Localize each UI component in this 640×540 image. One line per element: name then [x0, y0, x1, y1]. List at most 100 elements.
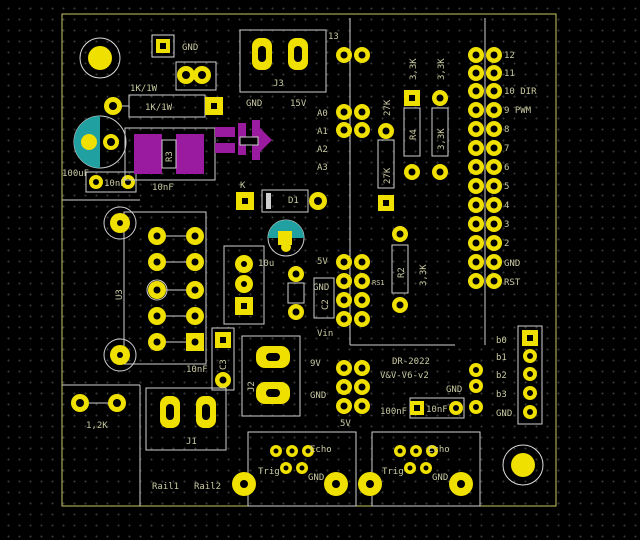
- label-trig-a: Trig: [258, 467, 280, 477]
- label-p6: 6: [504, 163, 509, 173]
- label-echo-b: Echo: [428, 445, 450, 455]
- mounting-hole-bottom-right: [502, 444, 544, 486]
- label-10u: 10u: [258, 259, 274, 269]
- u3-pad-hole: [153, 286, 161, 294]
- capacitor-c3: [211, 327, 235, 391]
- header-pad-hole: [490, 239, 498, 247]
- label-3-3k-a: 3,3K: [409, 58, 419, 80]
- header-pad-hole: [472, 125, 480, 133]
- label-j3: J3: [273, 79, 284, 89]
- label-a2: A2: [317, 145, 328, 155]
- label-bgnd: GND: [496, 409, 512, 419]
- label-10nf-d: 10nF: [426, 405, 448, 415]
- header-pad-hole: [490, 144, 498, 152]
- u3-pad-hole: [191, 312, 199, 320]
- label-gnd-right: GND: [446, 385, 462, 395]
- label-3-3k-b: 3,3K: [437, 58, 447, 80]
- jumper-vertical: [287, 266, 305, 320]
- label-a3: A3: [317, 163, 328, 173]
- label-rail2: Rail2: [194, 482, 221, 492]
- header-pad-hole: [472, 87, 480, 95]
- ultrasonic-sensor-b: [358, 445, 473, 496]
- label-9v: 9V: [310, 359, 321, 369]
- resistor-r4: [403, 90, 421, 180]
- resistor-27k-top: [377, 123, 395, 211]
- label-trig-b: Trig: [382, 467, 404, 477]
- label-pin13: 13: [328, 32, 339, 42]
- u3-pad-hole: [153, 338, 161, 346]
- label-27k-b: 27K: [383, 167, 393, 184]
- label-3-3k-c: 3,3K: [437, 128, 447, 150]
- header-pad-hole: [490, 182, 498, 190]
- label-1-2k: 1,2K: [86, 421, 108, 431]
- label-1k-b: 1K/1W: [145, 103, 173, 113]
- label-board-id: DR-2022: [392, 357, 430, 367]
- label-rs1: RS1: [372, 279, 385, 287]
- label-5v-b: 5V: [340, 419, 351, 429]
- label-k: K: [240, 181, 246, 191]
- label-27k-a: 27K: [383, 99, 393, 116]
- label-d1: D1: [288, 196, 299, 206]
- label-board-rev: V&V-V6-v2: [380, 371, 429, 381]
- pads-pin13: [336, 47, 370, 63]
- u3-pad-hole: [153, 312, 161, 320]
- header-pad-hole: [490, 258, 498, 266]
- pads-power: [336, 254, 370, 327]
- label-p8: 8: [504, 125, 509, 135]
- label-j2: J2: [247, 381, 257, 392]
- header-pad-hole: [472, 201, 480, 209]
- label-1k-a: 1K/1W: [130, 84, 158, 94]
- label-p10: 10 DIR: [504, 87, 537, 97]
- label-p12: 12: [504, 51, 515, 61]
- connector-j1: [145, 387, 227, 451]
- resistor-1-2k: [71, 394, 126, 412]
- header-pad-hole: [472, 106, 480, 114]
- gnd-test-pad: [151, 34, 175, 58]
- capacitor-10nf-right: [409, 397, 465, 419]
- capacitor-c2: [313, 277, 335, 319]
- header-pad-hole: [490, 220, 498, 228]
- label-r4: R4: [409, 129, 419, 140]
- header-pad-hole: [490, 69, 498, 77]
- label-b1: b1: [496, 353, 507, 363]
- label-c3: C3: [219, 359, 229, 370]
- label-p4: 4: [504, 201, 509, 211]
- label-a0: A0: [317, 109, 328, 119]
- header-3pin: [223, 245, 265, 325]
- label-5v-a: 5V: [317, 257, 328, 267]
- label-100uf: 100uF: [62, 169, 89, 179]
- u3-pad-hole: [153, 232, 161, 240]
- u3-pad-hole: [191, 232, 199, 240]
- u3-pad-hole: [153, 258, 161, 266]
- connector-j3: [239, 29, 327, 93]
- label-gnd-us-b: GND: [432, 473, 448, 483]
- u3-pad-hole: [191, 286, 199, 294]
- label-c2: C2: [321, 299, 331, 310]
- label-r2: R2: [397, 267, 407, 278]
- header-pad-hole: [472, 51, 480, 59]
- header-pad-hole: [472, 69, 480, 77]
- label-rail1: Rail1: [152, 482, 179, 492]
- connector-j2: [241, 335, 301, 417]
- label-a1: A1: [317, 127, 328, 137]
- pads-right-mid: [469, 363, 483, 414]
- ultrasonic-sensor-a: [232, 445, 348, 496]
- fab-lines: [62, 18, 486, 507]
- label-pgnd: GND: [504, 259, 520, 269]
- regulator-u3: [103, 206, 207, 372]
- header-pad-hole: [472, 144, 480, 152]
- label-p3: 3: [504, 220, 509, 230]
- resistor-r2: [391, 226, 409, 313]
- header-pad-hole: [490, 125, 498, 133]
- label-r3: R3: [165, 151, 175, 162]
- label-b0: b0: [496, 336, 507, 346]
- label-100nf: 100nF: [380, 407, 407, 417]
- header-pad-hole: [472, 182, 480, 190]
- digital-header: [468, 47, 502, 289]
- label-echo-a: Echo: [310, 445, 332, 455]
- label-10nf-a: 10nF: [104, 179, 126, 189]
- label-3-3k-r2: 3,3K: [419, 264, 429, 286]
- label-b3: b3: [496, 390, 507, 400]
- label-u3: U3: [115, 289, 125, 300]
